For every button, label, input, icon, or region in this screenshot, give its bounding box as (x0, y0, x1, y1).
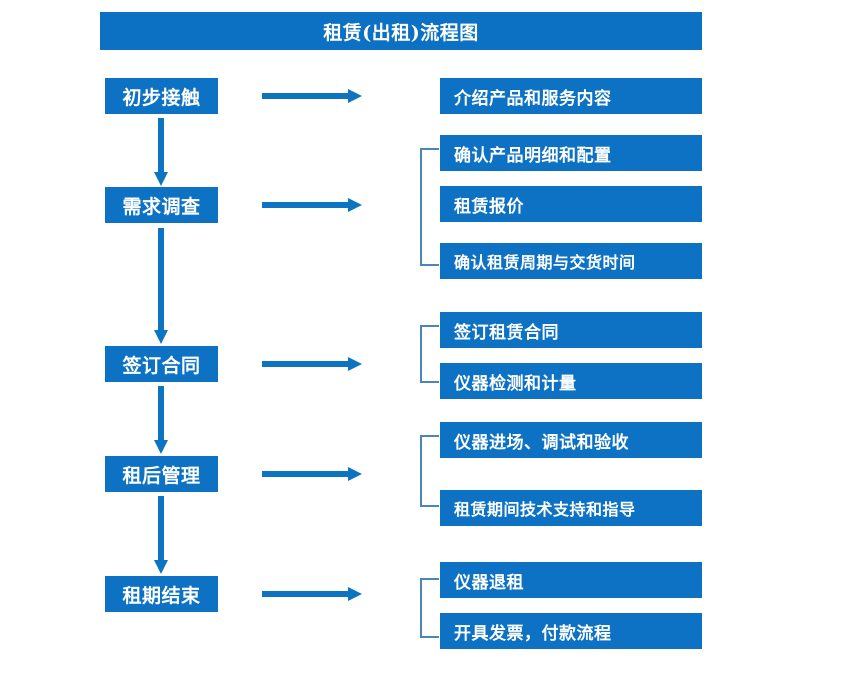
arrow-stage-1-to-details (262, 89, 362, 103)
detail-box-rental-quotation[interactable]: 租赁报价 (440, 186, 702, 222)
bracket-group-needs-survey (419, 148, 439, 266)
arrow-stage-2-to-details (262, 198, 362, 212)
connector-arrow-management-to-end (154, 496, 168, 574)
connector-arrow-needs-to-contract (154, 228, 168, 344)
arrow-stage-5-to-details (262, 587, 362, 601)
detail-box-instrument-onsite-commissioning[interactable]: 仪器进场、调试和验收 (440, 422, 702, 458)
bracket-group-rental-end (419, 578, 439, 638)
connector-arrow-contract-to-management (154, 386, 168, 454)
detail-box-instrument-inspection[interactable]: 仪器检测和计量 (440, 363, 702, 399)
connector-arrow-initial-to-needs (154, 118, 168, 186)
page-title: 租赁(出租)流程图 (100, 12, 702, 50)
detail-box-confirm-rental-period[interactable]: 确认租赁周期与交货时间 (440, 243, 702, 279)
arrow-stage-4-to-details (262, 467, 362, 481)
stage-box-sign-contract[interactable]: 签订合同 (105, 346, 218, 382)
stage-box-post-rental-management[interactable]: 租后管理 (105, 456, 218, 492)
stage-box-initial-contact[interactable]: 初步接触 (105, 78, 218, 114)
arrow-stage-3-to-details (262, 357, 362, 371)
detail-box-instrument-return[interactable]: 仪器退租 (440, 562, 702, 598)
bracket-group-post-rental (419, 435, 439, 507)
stage-box-rental-end[interactable]: 租期结束 (105, 576, 218, 612)
detail-box-introduce-products[interactable]: 介绍产品和服务内容 (440, 78, 702, 114)
bracket-group-sign-contract (419, 325, 439, 383)
detail-box-confirm-product-details[interactable]: 确认产品明细和配置 (440, 135, 702, 171)
detail-box-invoice-payment[interactable]: 开具发票，付款流程 (440, 613, 702, 649)
stage-box-needs-survey[interactable]: 需求调查 (105, 187, 218, 223)
detail-box-technical-support[interactable]: 租赁期间技术支持和指导 (440, 490, 702, 526)
detail-box-sign-rental-contract[interactable]: 签订租赁合同 (440, 312, 702, 348)
